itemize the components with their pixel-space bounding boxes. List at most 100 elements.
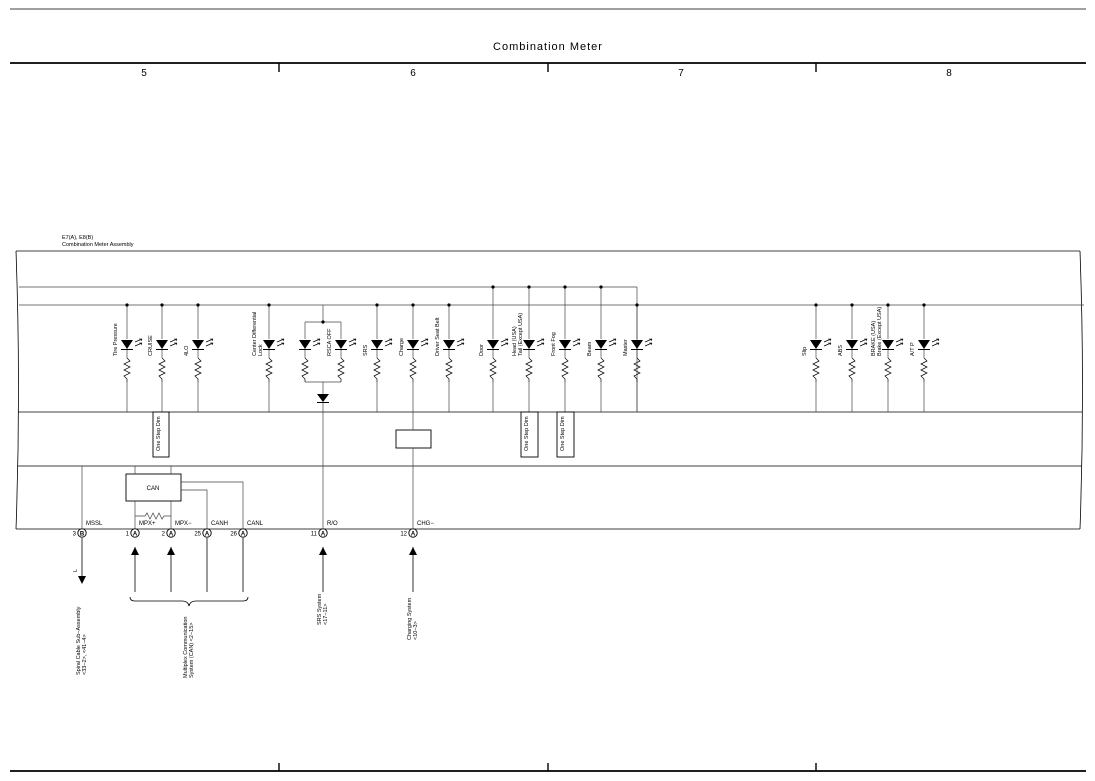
resistor-icon <box>373 357 381 382</box>
indicator-led: Front Fog <box>551 285 581 412</box>
led-icon <box>263 340 275 349</box>
dim-box-label: One Step Dim <box>560 416 566 451</box>
indicator-label: Front Fog <box>551 332 557 356</box>
indicator-label: 4LO <box>184 345 190 356</box>
led-icon <box>631 340 643 349</box>
svg-text:A: A <box>411 531 416 537</box>
pin-number: 26 <box>230 531 237 537</box>
resistor-icon <box>848 357 856 382</box>
pin-group: B3MSSLA1MPX+A2MPX−A25CANHA26CANLA11R/OA1… <box>73 521 434 538</box>
led-icon <box>918 340 930 349</box>
indicator-led <box>299 322 321 382</box>
destination-srs-line1: SRS System <box>317 593 323 625</box>
pin-number: 3 <box>73 531 77 537</box>
indicator-label: Tire Pressure <box>113 323 119 356</box>
pin-number: 11 <box>311 531 318 537</box>
indicator-label: ABS <box>838 345 844 356</box>
led-icon <box>156 340 168 349</box>
destination-multiplex-line2: System (CAN) <2−15> <box>189 623 195 678</box>
indicator-label: Head (USA) <box>512 326 518 356</box>
svg-text:A: A <box>169 531 174 537</box>
resistor-icon <box>561 357 569 382</box>
indicator-led: Master <box>623 303 653 412</box>
indicator-led: Door <box>479 285 509 412</box>
dim-box-label: One Step Dim <box>156 416 162 451</box>
resistor-icon <box>301 357 309 382</box>
indicator-led: Head (USA)Tail (Except USA) <box>512 285 545 412</box>
dim-box-label: One Step Dim <box>524 416 530 451</box>
indicator-label: Slip <box>802 347 808 356</box>
pin-number: 12 <box>400 531 407 537</box>
assembly-code: E7(A), E8(B) <box>62 235 93 241</box>
destination-multiplex-line1: Multiplex Communication <box>183 617 189 678</box>
pin-signal-label: R/O <box>327 521 338 527</box>
led-icon <box>882 340 894 349</box>
destination-spiral-cable-line2: <33−2>, <41−4> <box>82 634 88 675</box>
indicator-led: CRUISE <box>148 303 178 412</box>
indicator-led: Driver Seat Belt <box>435 303 465 412</box>
led-icon <box>595 340 607 349</box>
indicator-label: Door <box>479 344 485 356</box>
resistor-icon <box>633 357 641 382</box>
connector-letter-icon <box>238 528 248 538</box>
indicator-led: Beam <box>587 285 617 412</box>
diagram-title: Combination Meter <box>493 41 603 53</box>
destination-srs-line2: <17−11> <box>323 604 329 625</box>
resistor-icon <box>337 357 345 382</box>
indicator-led: SRS <box>363 303 393 412</box>
pin-signal-label: CANL <box>247 521 264 527</box>
svg-text:A: A <box>133 531 138 537</box>
pin-signal-label: MPX− <box>175 521 192 527</box>
indicator-label: A/T P <box>910 342 916 356</box>
indicator-led: 4LO <box>184 303 214 412</box>
column-number-5: 5 <box>141 68 147 79</box>
resistor-icon <box>597 357 605 382</box>
column-number-8: 8 <box>946 68 952 79</box>
destination-charging-line2: <10−3> <box>413 621 419 640</box>
resistor-icon <box>489 357 497 382</box>
indicator-led: Slip <box>802 303 832 412</box>
led-icon <box>299 340 311 349</box>
resistor-icon <box>525 357 533 382</box>
connector-letter-icon <box>202 528 212 538</box>
led-icon <box>443 340 455 349</box>
indicator-led: A/T P <box>910 303 940 412</box>
connector-letter-icon <box>130 528 140 538</box>
column-number-6: 6 <box>410 68 416 79</box>
led-icon <box>407 340 419 349</box>
assembly-right-edge <box>1079 250 1083 530</box>
led-icon <box>371 340 383 349</box>
wire-color-label: L <box>73 569 79 572</box>
can-block-label: CAN <box>147 486 160 492</box>
connector-letter-icon <box>77 528 87 538</box>
indicator-led: ABS <box>838 303 868 412</box>
indicator-led: BRAKE (USA)Brake (Except USA) <box>871 303 904 412</box>
charge-circuit-box <box>395 429 432 449</box>
pin-signal-label: MSSL <box>86 521 103 527</box>
dim-box-head: One Step Dim <box>520 411 539 458</box>
indicator-label: BRAKE (USA) <box>871 321 877 356</box>
led-icon <box>559 340 571 349</box>
indicator-label: Center Differential <box>252 312 258 356</box>
indicator-label: Driver Seat Belt <box>435 317 441 356</box>
led-icon <box>335 340 347 349</box>
assembly-name: Combination Meter Assembly <box>62 242 134 248</box>
destination-spiral-cable-line1: Spiral Cable Sub−Assembly <box>76 606 82 675</box>
led-icon <box>487 340 499 349</box>
svg-text:A: A <box>205 531 210 537</box>
led-icon <box>523 340 535 349</box>
indicator-label: Lock <box>258 344 264 356</box>
resistor-icon <box>445 357 453 382</box>
indicator-led: Charge <box>399 303 429 412</box>
can-block <box>125 473 182 502</box>
indicator-label: SRS <box>363 344 369 356</box>
indicator-label: Beam <box>587 341 593 356</box>
indicator-label: RSCA OFF <box>327 328 333 356</box>
